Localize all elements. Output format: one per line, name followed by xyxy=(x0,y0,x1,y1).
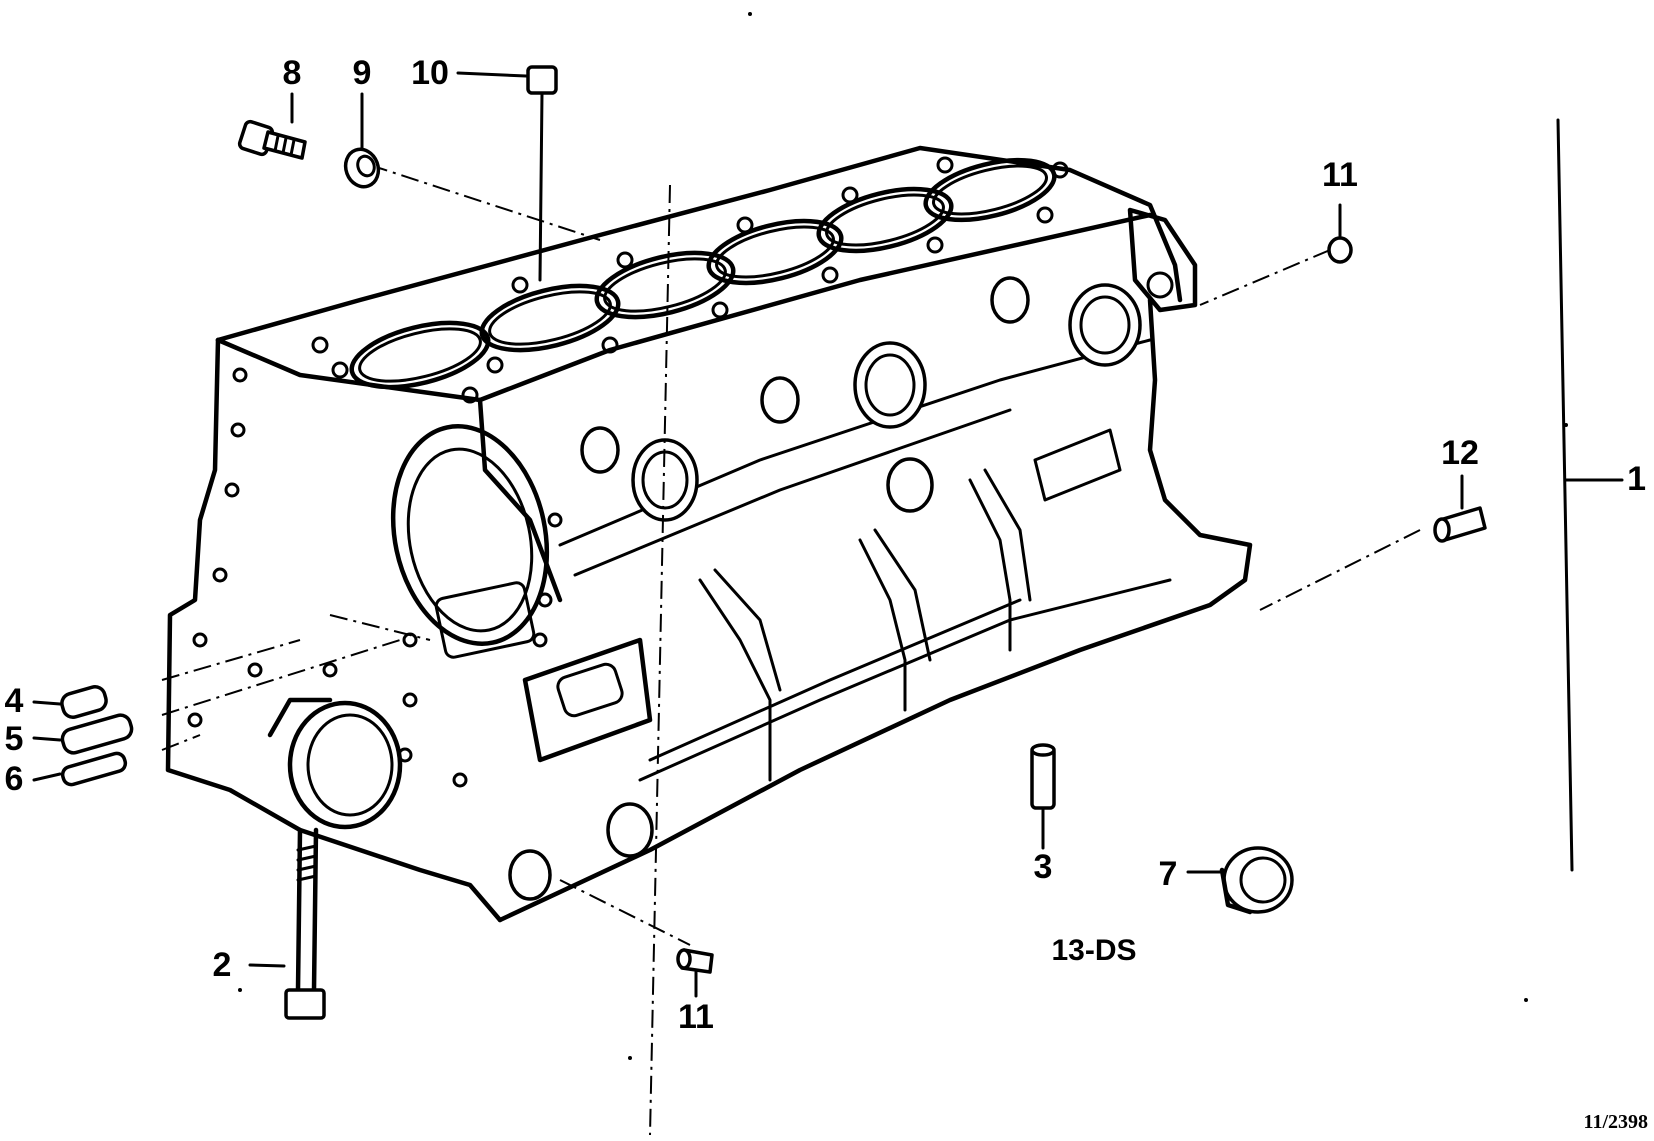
callout-11-top: 11 xyxy=(1322,156,1358,194)
callout-1: 1 xyxy=(1627,460,1646,498)
callout-6: 6 xyxy=(5,760,24,798)
cylinder-bores xyxy=(311,156,1069,404)
part-11-dowel-bottom xyxy=(676,948,714,974)
center-lines xyxy=(161,164,1421,1136)
engine-block xyxy=(165,145,1253,923)
part-3-sleeve xyxy=(1030,743,1056,810)
callout-7: 7 xyxy=(1159,855,1178,893)
callout-9: 9 xyxy=(353,54,372,92)
part-10-plug xyxy=(526,65,558,282)
callout-5: 5 xyxy=(5,720,24,758)
callout-3: 3 xyxy=(1034,848,1053,886)
engine-code-label: 13-DS xyxy=(1051,934,1136,967)
callout-10: 10 xyxy=(411,54,449,92)
part-9-washer xyxy=(343,147,381,189)
leader-lines xyxy=(32,71,1624,998)
part-8-bolt xyxy=(237,119,307,160)
part-6-pin xyxy=(60,751,128,787)
callout-8: 8 xyxy=(283,54,302,92)
part-7-seal xyxy=(1219,846,1294,915)
part-12-dowel xyxy=(1433,506,1487,543)
part-11-dowel-top xyxy=(1327,236,1353,264)
callouts: 8 9 10 11 12 1 4 5 6 2 3 7 11 13-DS 11/2… xyxy=(5,54,1648,1133)
callout-2: 2 xyxy=(213,946,232,984)
part-2-bolt xyxy=(284,827,326,1020)
scan-specks xyxy=(238,12,1568,1060)
callout-4: 4 xyxy=(5,682,24,720)
callout-12: 12 xyxy=(1441,434,1479,472)
part-5-sleeve xyxy=(60,713,134,755)
callout-11-bottom: 11 xyxy=(678,998,714,1036)
diagram-reference-number: 11/2398 xyxy=(1584,1111,1648,1133)
part-4-plug xyxy=(60,685,108,719)
